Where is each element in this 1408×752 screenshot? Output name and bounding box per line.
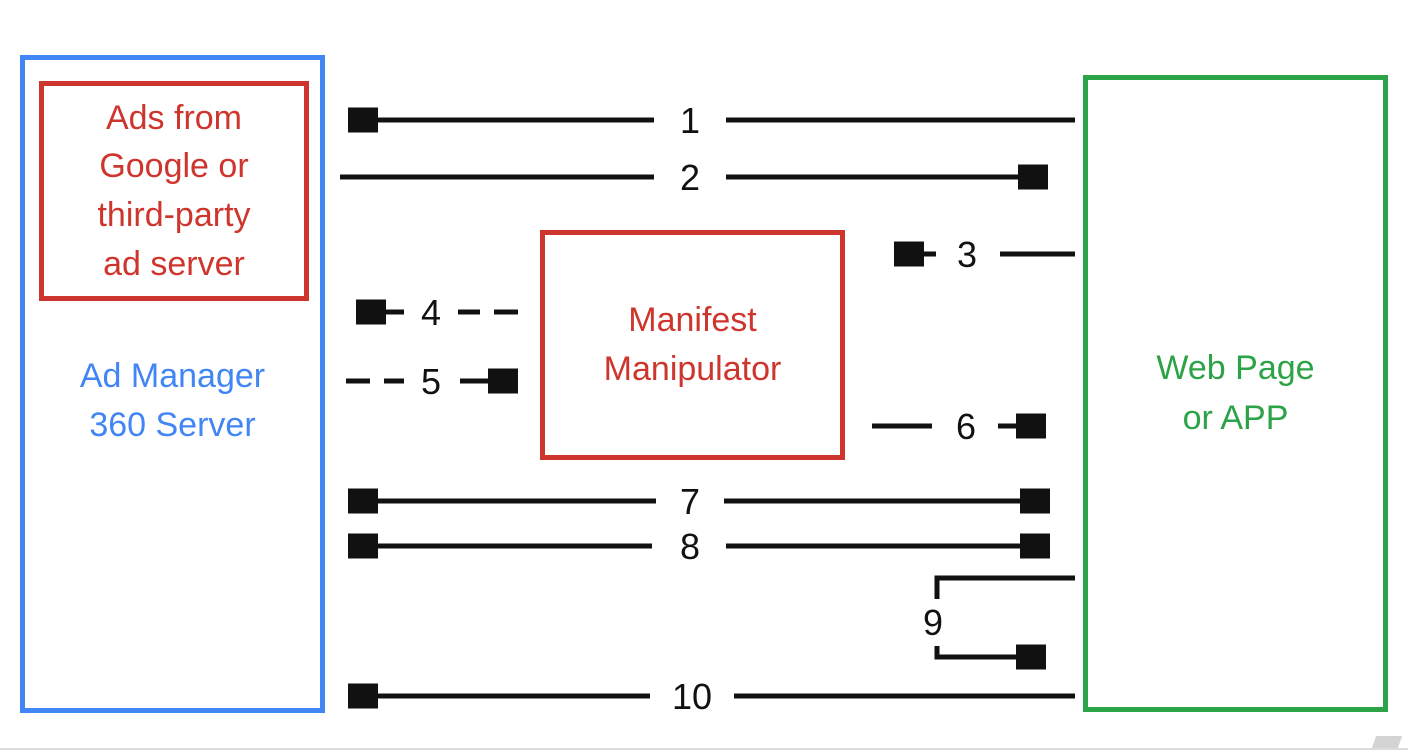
manifest-manipulator-label: Manifest Manipulator [603,300,782,388]
arrow-9-out-segment [934,575,1075,599]
bottom-artifact-line [0,748,1408,750]
arrow-label-9: 9 [918,605,948,641]
ad-manager-label-wrap: Ad Manager 360 Server [25,352,320,451]
arrow-label-2: 2 [675,160,705,196]
bottom-right-artifact-mark [1371,736,1403,748]
ads-source-label: Ads from Google or third-party ad server [97,98,251,283]
arrow-label-5: 5 [416,364,446,400]
arrow-label-7: 7 [675,484,705,520]
arrow-label-6: 6 [951,409,981,445]
arrow-label-3: 3 [952,237,982,273]
ad-manager-360-server-label: Ad Manager 360 Server [79,357,266,445]
arrow-label-1: 1 [675,103,705,139]
arrow-label-10: 10 [667,679,717,715]
ads-source-box: Ads from Google or third-party ad server [39,81,309,301]
arrow-9-return-segment [934,646,1040,657]
arrow-label-4: 4 [416,295,446,331]
ad-manager-360-server-box: Ads from Google or third-party ad server… [20,55,325,713]
arrow-label-8: 8 [675,529,705,565]
web-page-or-app-label: Web Page or APP [1156,349,1315,437]
web-page-or-app-box: Web Page or APP [1083,75,1388,712]
manifest-manipulator-box: Manifest Manipulator [540,230,845,460]
